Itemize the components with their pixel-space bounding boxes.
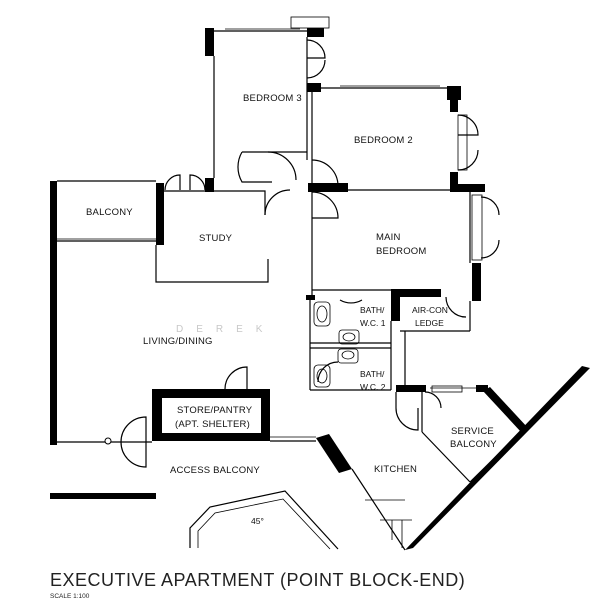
- watermark: DEREK: [176, 324, 275, 335]
- label-access-balcony: ACCESS BALCONY: [170, 465, 260, 476]
- label-store-line1: STORE/PANTRY: [177, 405, 253, 416]
- label-bath-1-line1: BATH/: [360, 305, 385, 315]
- label-aircon-line2: LEDGE: [415, 318, 444, 328]
- doors: [104, 39, 500, 468]
- walls: [50, 28, 590, 550]
- label-living-dining: LIVING/DINING: [143, 336, 213, 347]
- room-labels: BEDROOM 3 BEDROOM 2 BALCONY STUDY MAIN B…: [86, 93, 497, 526]
- label-balcony: BALCONY: [86, 207, 133, 218]
- label-bath-1-line2: W.C. 1: [360, 318, 386, 328]
- label-store-line2: (APT. SHELTER): [175, 419, 250, 430]
- label-bedroom-2: BEDROOM 2: [354, 135, 413, 146]
- label-aircon-line1: AIR-CON: [412, 305, 448, 315]
- label-service-line2: BALCONY: [450, 439, 497, 450]
- thin-walls: [57, 16, 522, 551]
- fixtures: [313, 301, 463, 393]
- label-main-bedroom-1: MAIN: [376, 232, 401, 243]
- scale-label: SCALE 1:100: [50, 593, 90, 600]
- label-bath-2-line1: BATH/: [360, 369, 385, 379]
- label-study: STUDY: [199, 233, 233, 244]
- label-service-line1: SERVICE: [451, 426, 494, 437]
- label-main-bedroom-2: BEDROOM: [376, 246, 427, 257]
- plan-title: EXECUTIVE APARTMENT (POINT BLOCK-END): [50, 570, 465, 590]
- label-bedroom-3: BEDROOM 3: [243, 93, 302, 104]
- label-bath-2-line2: W.C. 2: [360, 382, 386, 392]
- label-angle: 45°: [251, 516, 264, 526]
- label-kitchen: KITCHEN: [374, 464, 417, 475]
